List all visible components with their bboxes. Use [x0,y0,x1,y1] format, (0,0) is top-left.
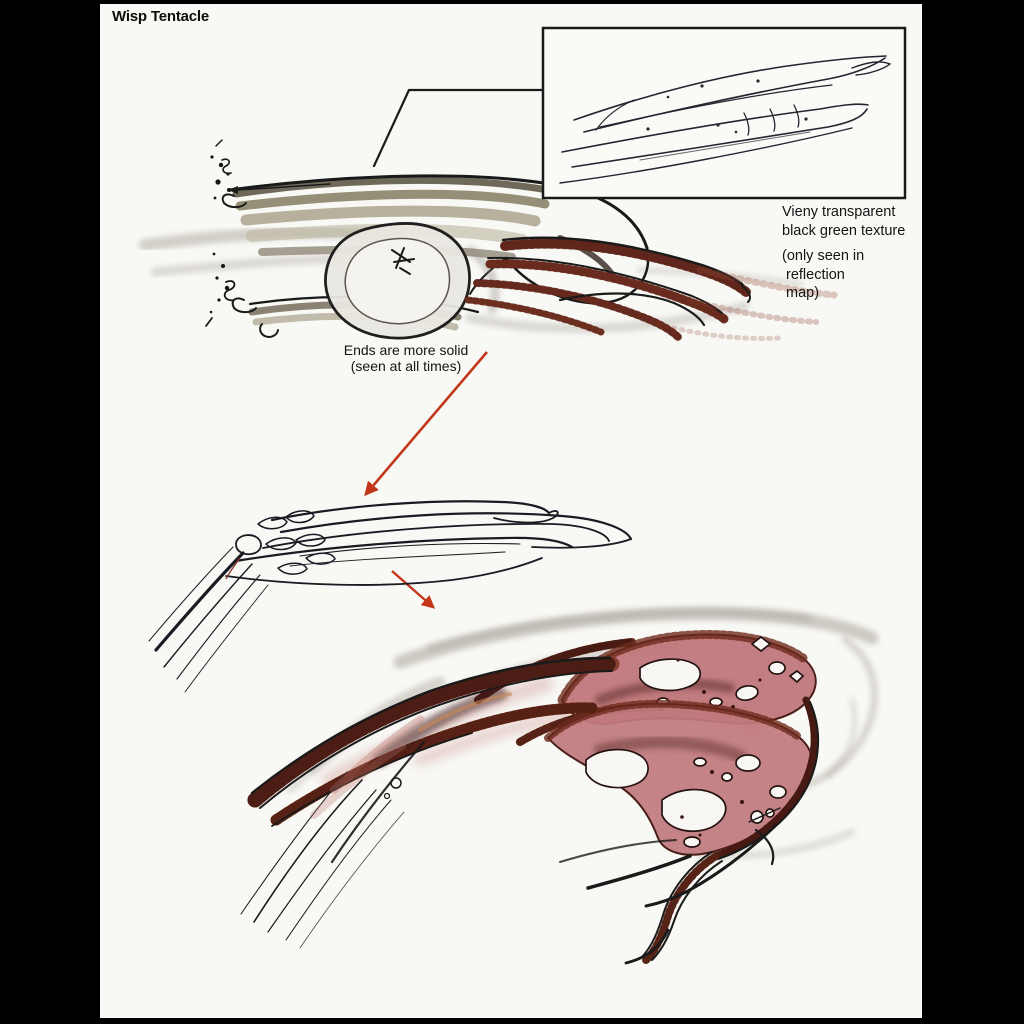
texture-note-para2: (only seen in reflection map) [782,248,865,302]
page-title: Wisp Tentacle [112,8,210,25]
texture-note-para1: Vieny transparent black green texture [782,204,906,239]
ends-note: Ends are more solid (seen at all times) [343,342,469,374]
texture-note: Vieny transparent black green texture (o… [782,203,932,303]
paper-page [100,4,922,1018]
